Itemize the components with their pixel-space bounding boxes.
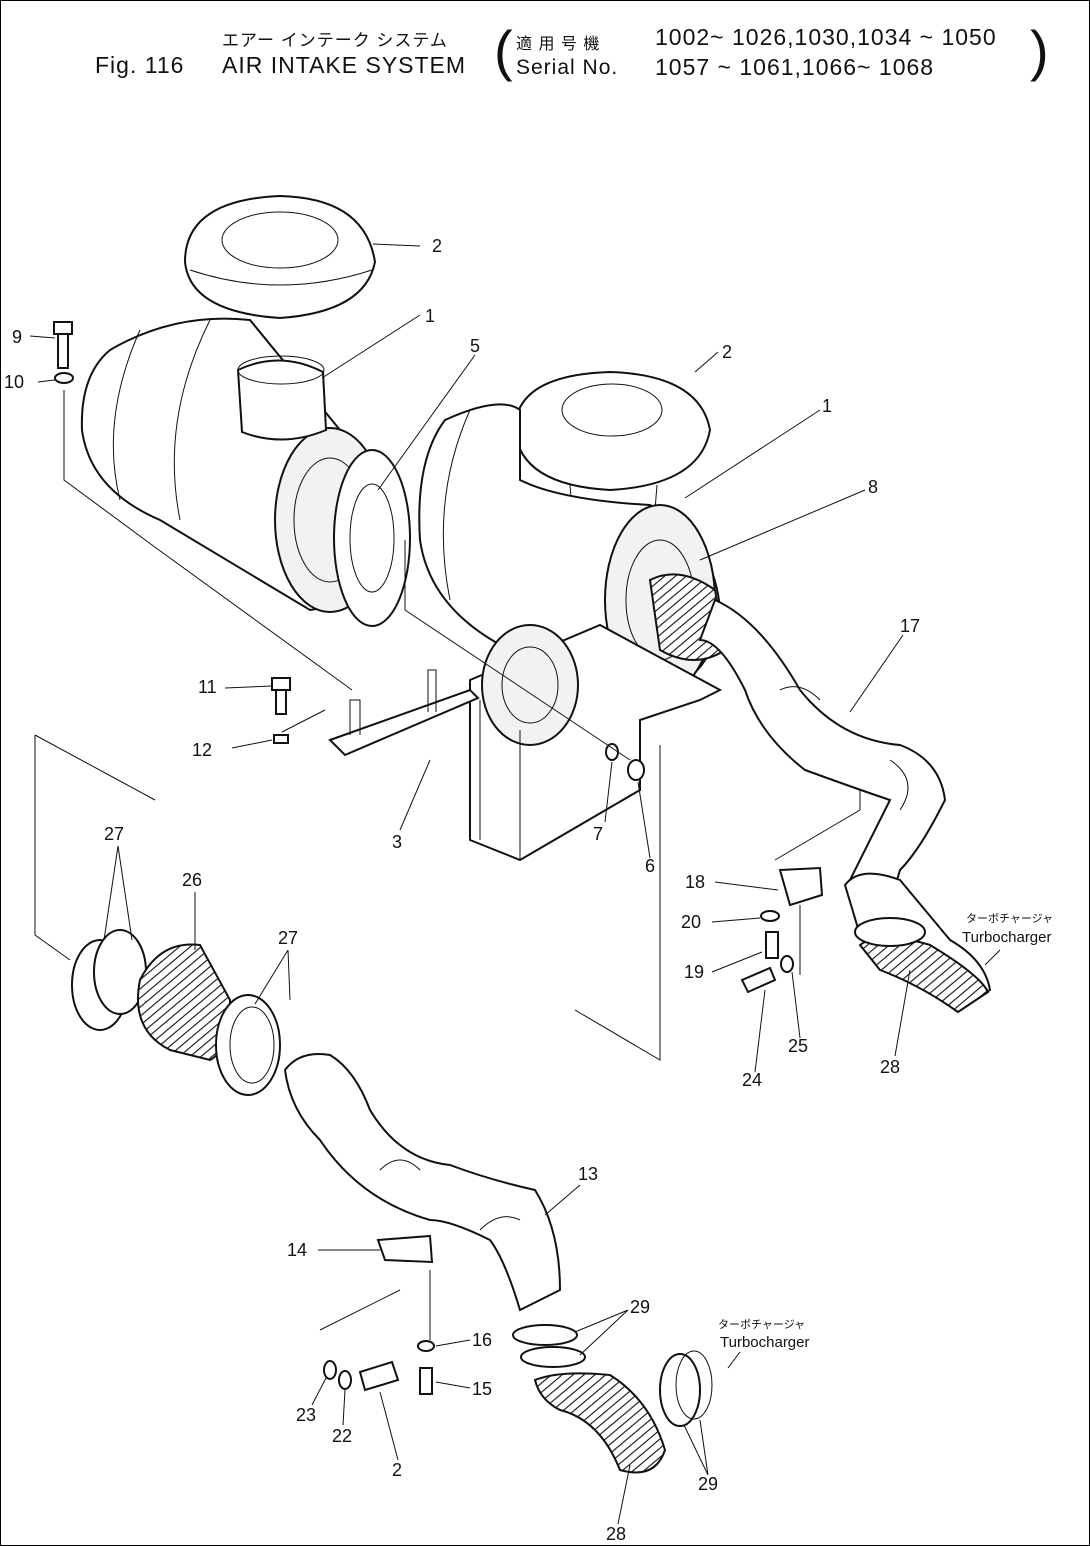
- callout-1-body-left: 1: [425, 306, 435, 326]
- mounting-stand: [469, 623, 723, 862]
- callout-20: 20: [681, 912, 701, 932]
- bracket-bar: [328, 669, 480, 757]
- callout-2-cap-left: 2: [432, 236, 442, 256]
- callout-29-lower: 29: [698, 1474, 718, 1494]
- callout-15: 15: [472, 1379, 492, 1399]
- callout-8: 8: [868, 477, 878, 497]
- open-paren: (: [494, 19, 513, 82]
- turbo-lower-en: Turbocharger: [720, 1334, 810, 1351]
- figure-number: Fig. 116: [95, 52, 185, 78]
- turbo-upper-arrow: [984, 949, 1001, 966]
- callout-27-left: 27: [104, 824, 124, 844]
- header-jp-title: エアー インテーク システム: [222, 31, 448, 50]
- elbow-hose-lower: [533, 1372, 667, 1474]
- callout-13: 13: [578, 1164, 598, 1184]
- callout-7: 7: [593, 824, 603, 844]
- callout-9: 9: [12, 327, 22, 347]
- callout-29-upper: 29: [630, 1297, 650, 1317]
- bolt-9: [53, 321, 73, 369]
- gasket-flange-left: [333, 449, 411, 627]
- callout-16: 16: [472, 1330, 492, 1350]
- clamp-29-upper: [512, 1324, 586, 1368]
- bolt-24: [740, 966, 777, 994]
- callout-11: 11: [198, 677, 217, 697]
- washer-25: [780, 955, 794, 973]
- callout-2-lower: 2: [392, 1460, 402, 1480]
- outlet-pipe-upper: [698, 598, 947, 922]
- bracket-18: [778, 866, 824, 907]
- turbo-upper-jp: ターボチャージャ: [966, 912, 1053, 925]
- washer-22: [338, 1370, 352, 1390]
- air-cleaner-cap-left: [183, 194, 377, 320]
- callout-2-cap-right: 2: [722, 342, 732, 362]
- callout-17: 17: [900, 616, 920, 636]
- callout-23: 23: [296, 1405, 316, 1425]
- serial-range-1: 1002~ 1026,1030,1034 ~ 1050: [655, 24, 997, 50]
- header-en-title: AIR INTAKE SYSTEM: [222, 52, 467, 78]
- callout-19: 19: [684, 962, 704, 982]
- callout-12: 12: [192, 740, 212, 760]
- callout-18: 18: [685, 872, 705, 892]
- bolt-19: [765, 931, 779, 959]
- washer-20: [760, 910, 780, 922]
- callout-1-body-right: 1: [822, 396, 832, 416]
- callout-28-lower: 28: [606, 1524, 626, 1544]
- bolt-2-lower: [358, 1360, 400, 1392]
- washer-12: [273, 734, 289, 744]
- callout-25: 25: [788, 1036, 808, 1056]
- bolt-11: [271, 677, 291, 715]
- serial-range-2: 1057 ~ 1061,1066~ 1068: [655, 54, 935, 80]
- callout-24: 24: [742, 1070, 762, 1090]
- callout-3: 3: [392, 832, 402, 852]
- serial-en-label: Serial No.: [516, 56, 619, 79]
- hose-clamp-pair-left: [71, 929, 147, 1031]
- callout-10: 10: [4, 372, 24, 392]
- bracket-14: [376, 1234, 434, 1264]
- washer-10: [54, 372, 74, 384]
- bolt-15: [419, 1367, 433, 1395]
- leader-lines: [29, 243, 911, 1525]
- callout-14: 14: [287, 1240, 307, 1260]
- hose-clamp-pair-right: [215, 994, 281, 1096]
- callout-27-right: 27: [278, 928, 298, 948]
- intake-pipe-lower: [283, 1053, 562, 1312]
- turbo-lower-jp: ターボチャージャ: [718, 1318, 805, 1331]
- washer-7: [605, 743, 619, 761]
- assembly-lines: [34, 390, 861, 1340]
- callout-22: 22: [332, 1426, 352, 1446]
- nut-6: [627, 759, 645, 781]
- callout-5: 5: [470, 336, 480, 356]
- washer-16: [417, 1340, 435, 1352]
- washer-23: [323, 1360, 337, 1380]
- close-paren: ): [1030, 19, 1049, 82]
- callout-28-upper: 28: [880, 1057, 900, 1077]
- serial-jp-label: 適 用 号 機: [516, 36, 601, 53]
- turbo-upper-en: Turbocharger: [962, 929, 1052, 946]
- callout-6: 6: [645, 856, 655, 876]
- callout-26: 26: [182, 870, 202, 890]
- turbo-lower-arrow: [727, 1351, 741, 1369]
- clamp-29-lower: [659, 1350, 713, 1427]
- elbow-hose-upper: [843, 872, 992, 1014]
